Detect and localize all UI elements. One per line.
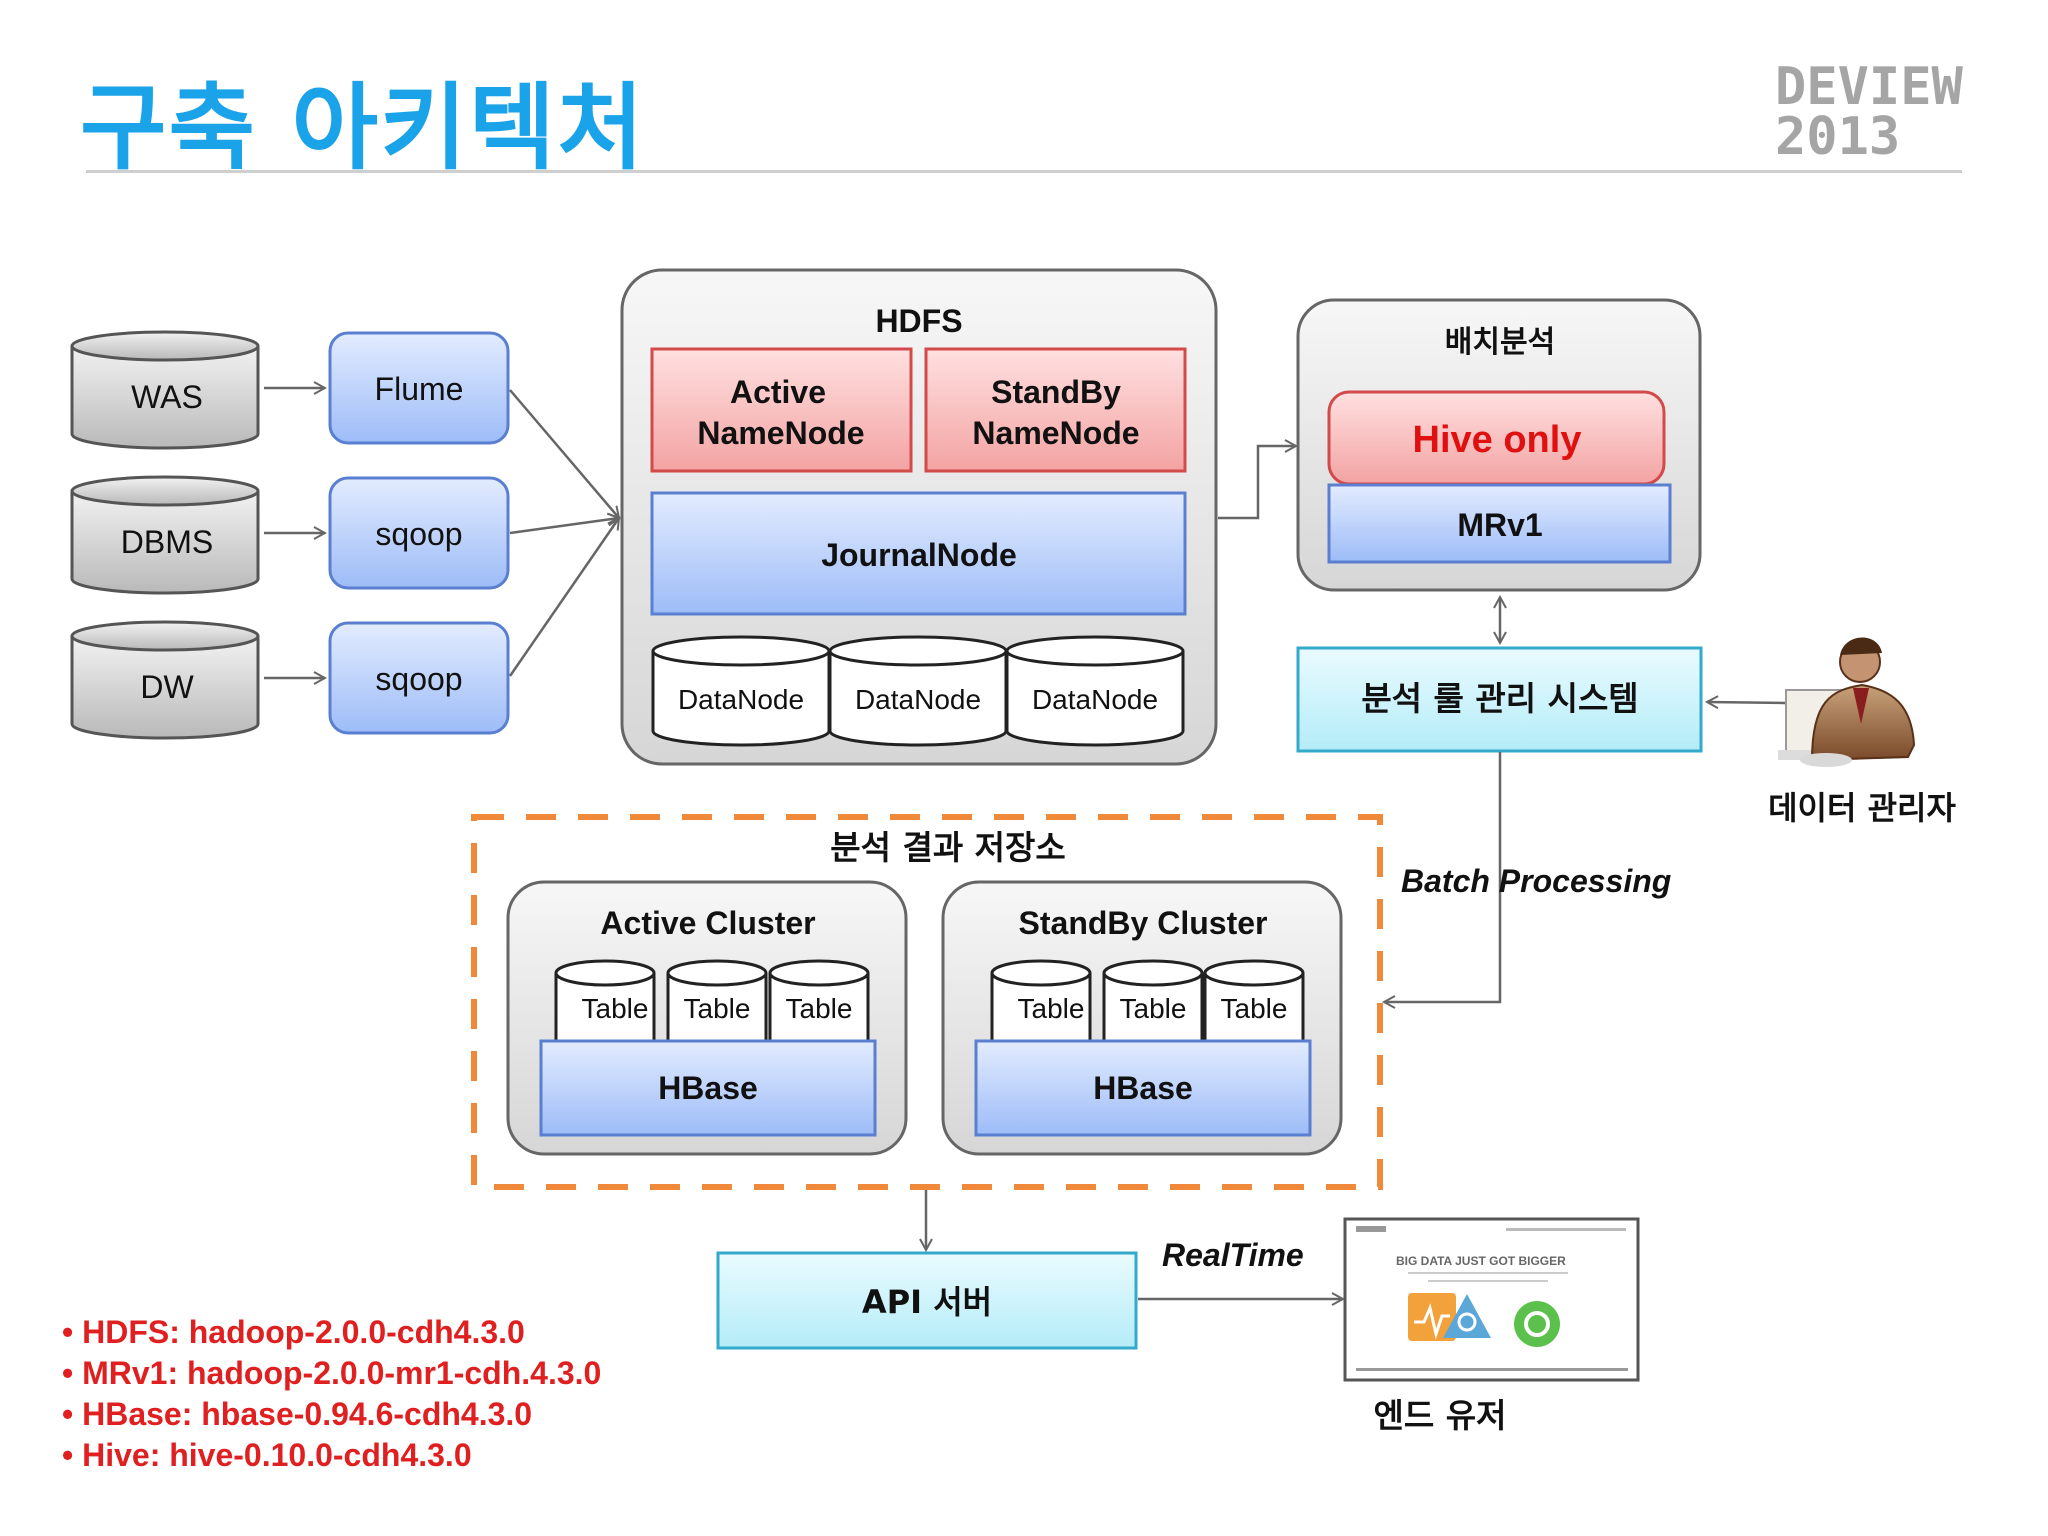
- standby-namenode-line2: NameNode: [972, 415, 1139, 451]
- source-label: DBMS: [121, 524, 213, 560]
- collector-sqoop-2: sqoop: [328, 621, 510, 735]
- source-dw: DW: [70, 620, 260, 740]
- datanode: DataNode: [1005, 635, 1185, 747]
- hdfs-to-batch-arrow: [1218, 446, 1296, 520]
- api-server-label: API 서버: [862, 1283, 992, 1321]
- table-cylinder: Table: [1102, 959, 1204, 1055]
- collector-label: sqoop: [375, 516, 462, 552]
- logo-line2: 2013: [1775, 107, 1901, 167]
- storage-title: 분석 결과 저장소: [830, 828, 1066, 867]
- manager-to-rule-arrow: [1707, 702, 1787, 703]
- version-item: HDFS: hadoop-2.0.0-cdh4.3.0: [62, 1312, 601, 1353]
- source-was: WAS: [70, 330, 260, 450]
- rule-system-label: 분석 룰 관리 시스템: [1361, 679, 1638, 718]
- svg-text:Table: Table: [582, 993, 649, 1024]
- source-arrows: [264, 388, 325, 678]
- collector-flume: Flume: [328, 331, 510, 445]
- api-server-box: API 서버: [716, 1251, 1138, 1350]
- table-cylinder: Table: [666, 959, 768, 1055]
- datanode: DataNode: [828, 635, 1008, 747]
- end-user-label: 엔드 유저: [1374, 1396, 1507, 1435]
- table-cylinder: Table: [990, 959, 1092, 1055]
- data-manager-icon: [1778, 637, 1916, 767]
- svg-text:Table: Table: [786, 993, 853, 1024]
- version-item: Hive: hive-0.10.0-cdh4.3.0: [62, 1435, 601, 1476]
- table-cylinder: Table: [768, 959, 870, 1055]
- version-item: HBase: hbase-0.94.6-cdh4.3.0: [62, 1394, 601, 1435]
- page-title: 구축 아키텍처: [80, 74, 646, 183]
- version-list: HDFS: hadoop-2.0.0-cdh4.3.0 MRv1: hadoop…: [62, 1312, 601, 1476]
- data-manager-label: 데이터 관리자: [1768, 789, 1956, 827]
- hdfs-title: HDFS: [875, 303, 962, 339]
- source-label: WAS: [131, 379, 203, 415]
- svg-text:DataNode: DataNode: [1032, 684, 1158, 715]
- web-thumbnail: BIG DATA JUST GOT BIGGER: [1343, 1217, 1640, 1382]
- hbase-label: HBase: [658, 1070, 758, 1106]
- logo-line1: DEVIEW: [1775, 57, 1963, 117]
- ingest-arrows: [508, 389, 619, 677]
- hdfs-container: HDFS Active NameNode StandBy NameNode Jo…: [620, 268, 1218, 766]
- mrv1-label: MRv1: [1457, 507, 1542, 543]
- batch-processing-label: Batch Processing: [1401, 863, 1671, 899]
- datanode: DataNode: [651, 635, 831, 747]
- rule-system-box: 분석 룰 관리 시스템: [1296, 646, 1703, 753]
- standby-cluster: StandBy Cluster Table Table Table HBase: [941, 880, 1343, 1156]
- web-headline: BIG DATA JUST GOT BIGGER: [1396, 1254, 1566, 1268]
- collector-sqoop-1: sqoop: [328, 476, 510, 590]
- table-cylinder: Table: [1203, 959, 1305, 1055]
- active-namenode-line1: Active: [730, 374, 826, 410]
- active-cluster: Active Cluster Table Table Table HBase: [506, 880, 908, 1156]
- cluster-title: StandBy Cluster: [1019, 905, 1268, 941]
- journalnode-label: JournalNode: [821, 537, 1017, 573]
- version-item: MRv1: hadoop-2.0.0-mr1-cdh.4.3.0: [62, 1353, 601, 1394]
- source-dbms: DBMS: [70, 475, 260, 595]
- source-label: DW: [140, 669, 194, 705]
- svg-text:DataNode: DataNode: [678, 684, 804, 715]
- standby-namenode-line1: StandBy: [991, 374, 1121, 410]
- hbase-label: HBase: [1093, 1070, 1193, 1106]
- svg-text:Table: Table: [1221, 993, 1288, 1024]
- batch-processing-arrow: [1384, 752, 1502, 1002]
- svg-text:DataNode: DataNode: [855, 684, 981, 715]
- title-divider: [86, 170, 1962, 173]
- svg-text:Table: Table: [1120, 993, 1187, 1024]
- svg-text:Table: Table: [684, 993, 751, 1024]
- active-namenode-line2: NameNode: [697, 415, 864, 451]
- cluster-title: Active Cluster: [600, 905, 815, 941]
- table-cylinder: Table: [554, 959, 656, 1055]
- collector-label: sqoop: [375, 661, 462, 697]
- realtime-label: RealTime: [1162, 1237, 1304, 1273]
- batch-title: 배치분석: [1445, 325, 1555, 360]
- deview-logo: DEVIEW 2013: [1775, 57, 1963, 167]
- svg-text:Table: Table: [1018, 993, 1085, 1024]
- batch-analysis-box: 배치분석 Hive only MRv1: [1296, 298, 1702, 592]
- hive-label: Hive only: [1413, 419, 1582, 461]
- collector-label: Flume: [375, 371, 464, 407]
